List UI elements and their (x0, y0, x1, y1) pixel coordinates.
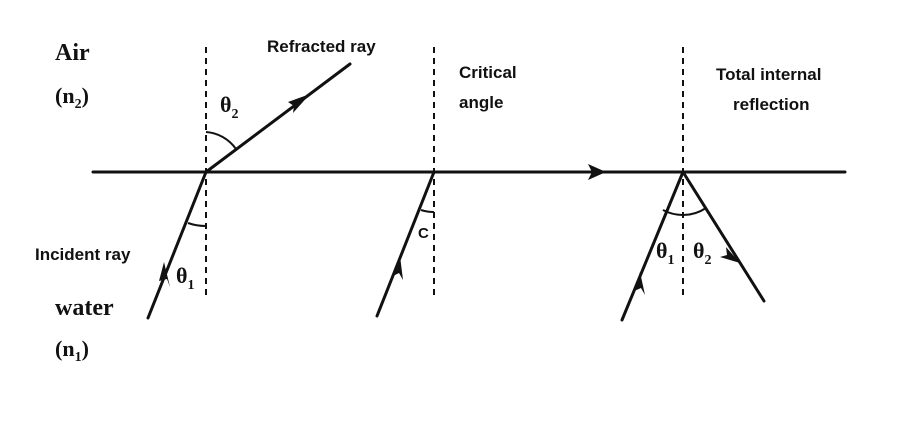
incident-ray-label: Incident ray (35, 245, 131, 264)
incident-ray-1 (146, 170, 208, 320)
water-index-label: (n1) (55, 336, 89, 365)
critical-angle-label-line2: angle (459, 93, 503, 112)
theta2-label: θ2 (220, 92, 238, 122)
reflected-ray (681, 170, 766, 303)
critical-angle-arc (420, 209, 435, 214)
critical-angle-symbol: C (418, 225, 429, 242)
theta1-arc-1 (187, 222, 207, 228)
grazing-ray-arrowhead (588, 164, 606, 180)
critical-angle-label-line1: Critical (459, 63, 517, 82)
incident-ray-3-arrowhead (634, 272, 645, 295)
reflected-ray-arrowhead (720, 247, 740, 263)
refracted-ray-arrowhead (288, 94, 310, 113)
incident-ray-2-arrowhead (393, 256, 403, 280)
air-label: Air (55, 40, 90, 66)
refracted-ray (204, 62, 352, 174)
water-label: water (55, 295, 114, 321)
theta1-label-3: θ1 (656, 238, 674, 268)
tir-label-line2: reflection (733, 95, 810, 114)
incident-ray-3 (620, 170, 685, 322)
air-index-label: (n2) (55, 83, 89, 112)
tir-angle-arc (662, 207, 707, 216)
theta2-arc (205, 131, 237, 150)
theta1-label-1: θ1 (176, 263, 194, 293)
incident-ray-2 (375, 170, 436, 318)
refracted-ray-label: Refracted ray (267, 37, 376, 56)
tir-label-line1: Total internal (716, 65, 821, 84)
incident-ray-1-arrowhead (159, 262, 170, 287)
theta2-label-3: θ2 (693, 238, 711, 268)
